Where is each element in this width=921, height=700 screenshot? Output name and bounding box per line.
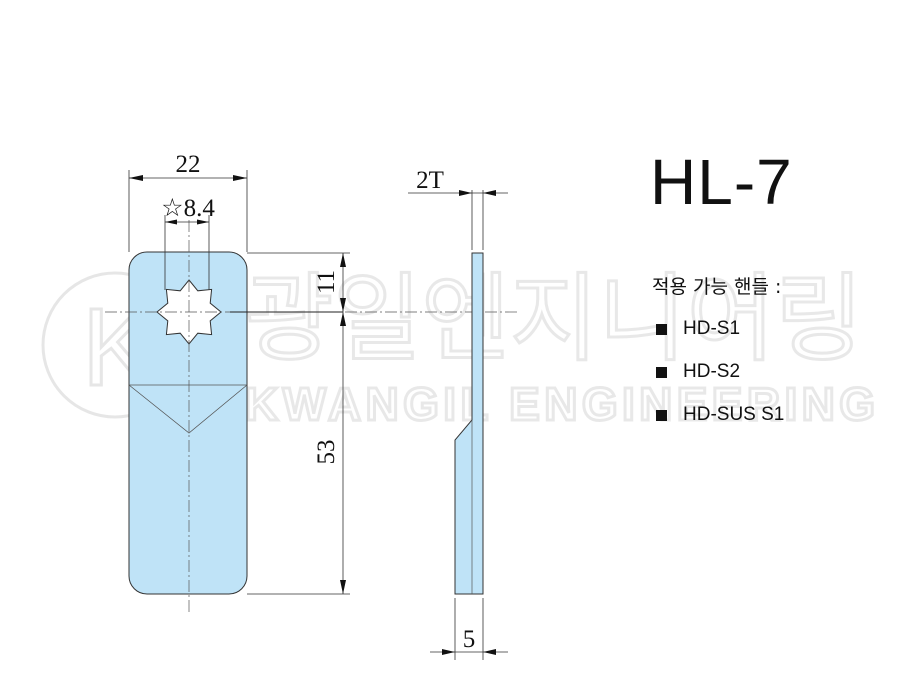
dim-thickness: 2T [416, 167, 444, 194]
handle-item: HD-SUS S1 [656, 404, 784, 426]
watermark: K 광일엔지니어링 KWANGIL ENGINEERING [41, 262, 877, 432]
dim-width: 22 [176, 151, 201, 178]
dim-star-hole: ☆8.4 [161, 195, 215, 222]
dim-length: 53 [313, 440, 340, 465]
dimension-arrows [129, 175, 496, 655]
dim-side-width: 5 [463, 626, 476, 653]
dim-hole-offset: 11 [313, 270, 340, 294]
handle-name: HD-S1 [683, 318, 741, 339]
applicable-label: 적용 가능 핸들 : [652, 276, 782, 298]
bullet-square-icon [656, 409, 667, 421]
handle-name: HD-S2 [683, 361, 741, 382]
bullet-square-icon [656, 366, 667, 378]
watermark-english: KWANGIL ENGINEERING [245, 378, 875, 430]
bullet-square-icon [656, 323, 667, 335]
handle-item: HD-S1 [656, 318, 740, 340]
handle-name: HD-SUS S1 [683, 404, 785, 425]
model-title: HL-7 [650, 146, 793, 218]
watermark-korean: 광일엔지니어링 [245, 263, 863, 375]
side-view [454, 252, 484, 595]
front-view [105, 220, 520, 612]
handle-item: HD-S2 [656, 361, 740, 383]
